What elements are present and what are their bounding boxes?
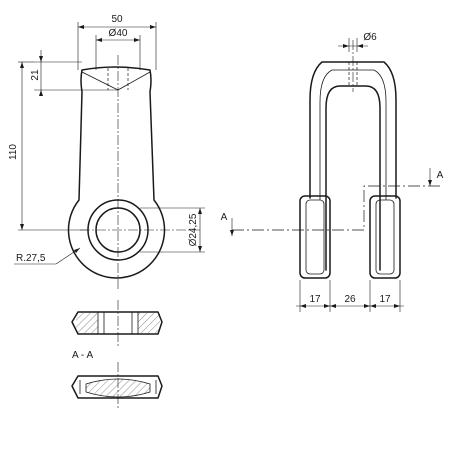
dim-head-height: 21	[30, 69, 41, 81]
section-line	[232, 185, 440, 231]
dim-bore-diameter: Ø24,25	[188, 213, 199, 246]
left-boss	[299, 195, 331, 279]
section-mark-left: A	[221, 212, 228, 223]
front-view: 50 Ø40 21 110 R.27,5 Ø24,25	[8, 14, 205, 290]
section-view-bottom	[71, 362, 163, 410]
dim-overall-width: 50	[111, 14, 123, 25]
clevis-body-outline	[67, 66, 166, 279]
dim-bore-radius: R.27,5	[16, 253, 46, 264]
right-boss	[369, 195, 401, 279]
dim-pin-diameter: Ø6	[363, 32, 377, 43]
dim-fork-left: 17	[309, 294, 321, 305]
section-mark-right: A	[437, 170, 444, 181]
dim-fork-right: 17	[379, 294, 391, 305]
dim-fork-gap: 26	[344, 294, 356, 305]
dim-total-length: 110	[8, 144, 19, 160]
section-view-top	[71, 300, 163, 348]
dim-head-diameter: Ø40	[109, 28, 128, 39]
fork-inner-outline	[325, 85, 381, 271]
side-view: Ø6 A A 17 26 17	[221, 32, 444, 312]
section-title: A - A	[72, 350, 93, 361]
